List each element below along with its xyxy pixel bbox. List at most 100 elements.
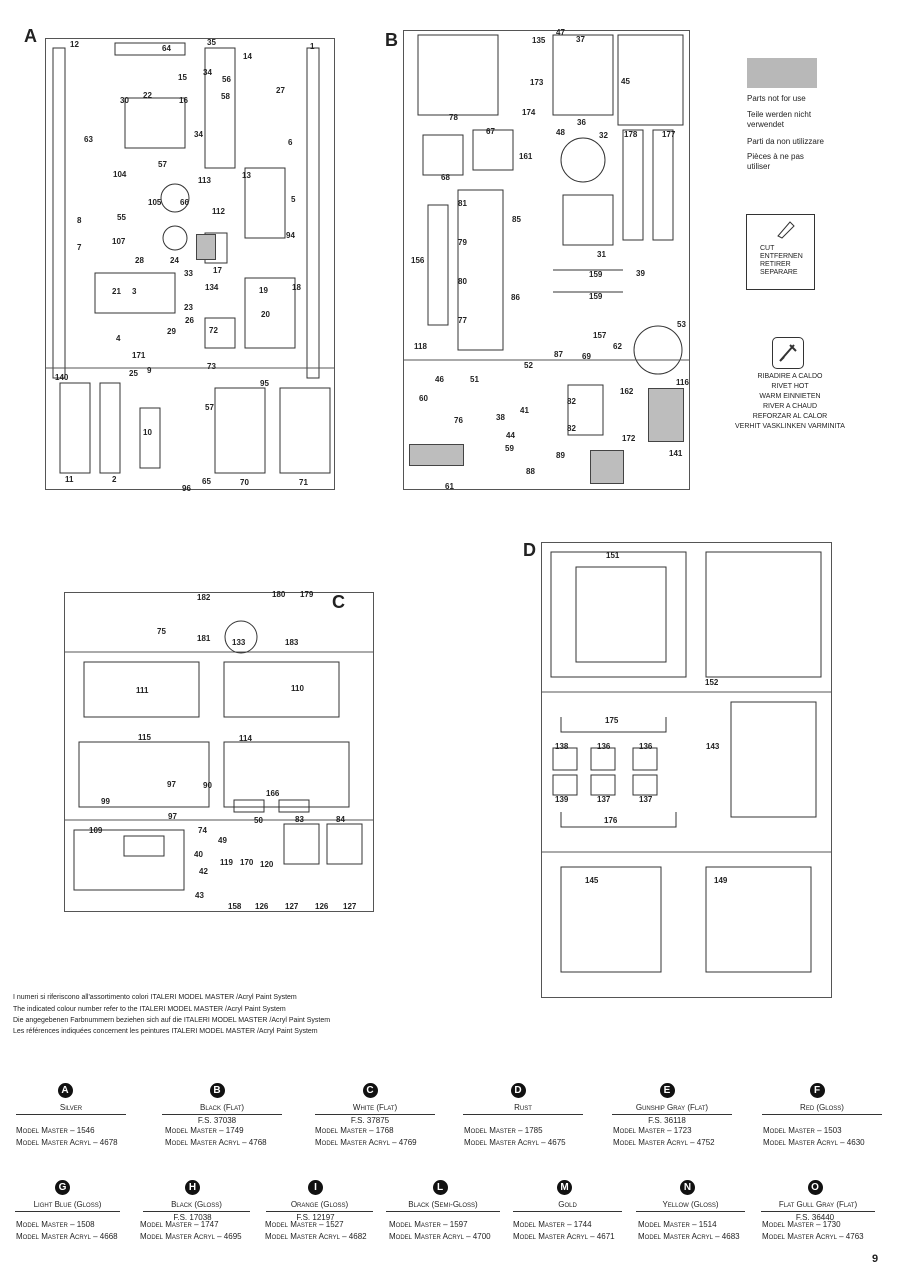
sprue-a-frame [45,38,335,490]
part-number: 67 [486,127,495,136]
part-number: 80 [458,277,467,286]
part-number: 31 [597,250,606,259]
part-number: 81 [458,199,467,208]
paint-mm: Model Master – 1508 [16,1220,95,1229]
paint-m: M Gold [507,1177,622,1212]
part-number: 88 [526,467,535,476]
part-number: 157 [593,331,607,340]
color-note-fr: Les références indiquées concernent les … [13,1028,318,1035]
part-number: 139 [555,795,569,804]
paint-acryl: Model Master Acryl – 4769 [315,1138,417,1147]
part-number: 22 [143,91,152,100]
part-number: 43 [195,891,204,900]
part-number: 40 [194,850,203,859]
part-number: 38 [496,413,505,422]
part-number: 135 [532,36,546,45]
part-number: 62 [613,342,622,351]
part-number: 52 [524,361,533,370]
paint-acryl: Model Master Acryl – 4630 [763,1138,865,1147]
paint-code-badge: L [432,1180,448,1195]
part-b-not-for-use [590,450,624,484]
paint-fs: F.S. 37038 [197,1116,237,1125]
part-number: 41 [520,406,529,415]
part-number: 179 [300,590,314,599]
part-number: 140 [55,373,69,382]
part-number: 176 [604,816,618,825]
part-number: 77 [458,316,467,325]
paint-code-badge: E [659,1083,675,1098]
part-number: 180 [272,590,286,599]
rivet-label-en: RIVET HOT [771,383,809,390]
paint-name: Gunship Gray (Flat) [612,1103,732,1115]
paint-code-badge: A [57,1083,73,1098]
part-number: 18 [292,283,301,292]
part-number: 107 [112,237,126,246]
part-number: 90 [203,781,212,790]
paint-code-badge: D [510,1083,526,1098]
part-number: 151 [606,551,620,560]
part-number: 82 [567,424,576,433]
paint-acryl: Model Master Acryl – 4682 [265,1232,367,1241]
part-number: 60 [419,394,428,403]
paint-acryl: Model Master Acryl – 4752 [613,1138,715,1147]
paint-code-badge: F [809,1083,825,1098]
part-number: 138 [555,742,569,751]
part-number: 7 [77,243,82,252]
part-number: 134 [205,283,219,292]
page-number: 9 [872,1253,879,1265]
part-number: 57 [205,403,214,412]
color-note-en: The indicated colour number refer to the… [13,1006,286,1013]
part-number: 170 [240,858,254,867]
part-number: 37 [576,35,585,44]
part-number: 65 [202,477,211,486]
sprue-a-drawing [45,42,335,474]
part-number: 94 [286,231,295,240]
part-number: 158 [228,902,242,911]
part-number: 181 [197,634,211,643]
sprue-b-drawing [403,34,690,436]
part-number: 2 [112,475,117,484]
paint-name: Red (Gloss) [762,1103,882,1115]
part-number: 95 [260,379,269,388]
part-number: 178 [624,130,638,139]
paint-acryl: Model Master Acryl – 4768 [165,1138,267,1147]
rivet-label-es: REFORZAR AL CALOR [752,413,828,420]
paint-mm: Model Master – 1597 [389,1220,468,1229]
paint-code-badge: M [557,1180,572,1195]
cut-label-de: ENTFERNEN [760,253,803,260]
part-number: 104 [113,170,127,179]
part-number: 183 [285,638,299,647]
part-number: 76 [454,416,463,425]
part-number: 70 [240,478,249,487]
paint-e: E Gunship Gray (Flat) F.S. 36118 [602,1080,732,1125]
paint-mm: Model Master – 1546 [16,1126,95,1135]
part-number: 127 [343,902,357,911]
part-number: 182 [197,593,211,602]
part-number: 99 [101,797,110,806]
part-number: 127 [285,902,299,911]
paint-acryl: Model Master Acryl – 4668 [16,1232,118,1241]
paint-mm: Model Master – 1723 [613,1126,692,1135]
paint-l: L Black (Semi-Gloss) [380,1177,500,1212]
part-number: 17 [213,266,222,275]
paint-acryl: Model Master Acryl – 4763 [762,1232,864,1241]
paint-name: Light Blue (Gloss) [15,1200,120,1212]
paint-n: N Yellow (Gloss) [630,1177,745,1212]
part-number: 3 [132,287,137,296]
cut-label-it: SEPARARE [760,269,798,276]
not-for-use-de: Teile werden nicht verwendet [747,110,812,129]
part-number: 64 [162,44,171,53]
part-b-not-for-use [409,444,464,466]
part-number: 47 [556,28,565,37]
part-number: 78 [449,113,458,122]
part-number: 97 [168,812,177,821]
paint-name: Black (Semi-Gloss) [386,1200,500,1212]
part-number: 120 [260,860,274,869]
paint-fs: F.S. 12197 [296,1213,335,1222]
part-number: 159 [589,292,603,301]
part-number: 59 [505,444,514,453]
paint-mm: Model Master – 1744 [513,1220,592,1229]
part-number: 113 [198,176,211,185]
paint-name: White (Flat) [315,1103,435,1115]
paint-name: Orange (Gloss) [266,1200,373,1212]
